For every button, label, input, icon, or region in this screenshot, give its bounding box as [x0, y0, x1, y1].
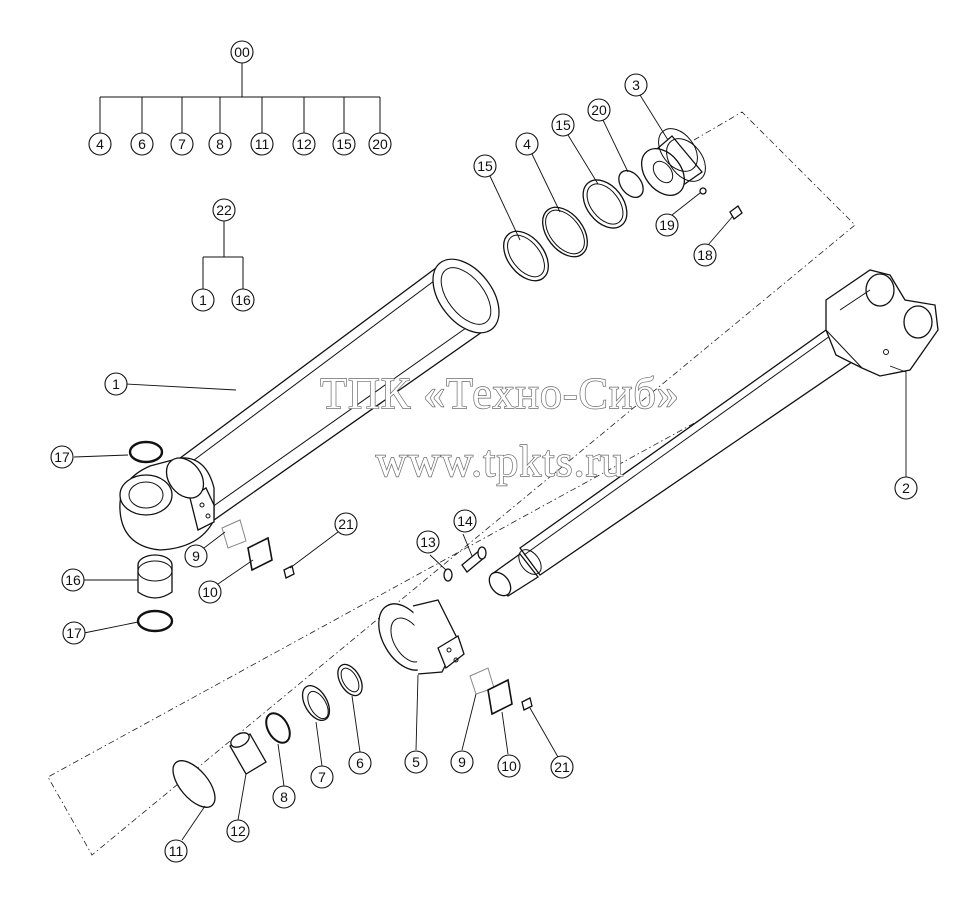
leader-lines [73, 94, 907, 841]
callout-21a: 21 [334, 512, 358, 536]
callout-8: 8 [272, 785, 296, 809]
svg-text:7: 7 [318, 769, 326, 785]
callout-14: 14 [453, 509, 477, 533]
svg-text:21: 21 [338, 516, 354, 532]
callout-13: 13 [416, 530, 440, 554]
svg-text:16: 16 [65, 572, 81, 588]
svg-text:10: 10 [501, 758, 517, 774]
cylinder-barrel [119, 258, 500, 551]
svg-text:21: 21 [554, 759, 570, 775]
callout-kit-item-1: 1 [191, 288, 215, 312]
svg-text:12: 12 [230, 823, 246, 839]
svg-text:4: 4 [96, 136, 104, 152]
svg-text:8: 8 [216, 136, 224, 152]
svg-text:10: 10 [202, 584, 218, 600]
svg-text:9: 9 [458, 754, 466, 770]
lower-seal-rings [172, 663, 363, 808]
callout-tree-item-6: 6 [130, 132, 154, 156]
callout-16: 16 [61, 568, 85, 592]
svg-text:1: 1 [112, 376, 120, 392]
svg-text:12: 12 [296, 136, 312, 152]
callout-19: 19 [655, 213, 679, 237]
callout-tree-item-15: 15 [332, 132, 356, 156]
svg-text:15: 15 [336, 136, 352, 152]
svg-text:16: 16 [235, 292, 251, 308]
svg-text:5: 5 [412, 754, 420, 770]
svg-text:17: 17 [66, 625, 82, 641]
svg-text:20: 20 [591, 102, 607, 118]
callout-7: 7 [310, 765, 334, 789]
callout-2: 2 [894, 476, 918, 500]
svg-text:22: 22 [216, 202, 232, 218]
callout-18: 18 [693, 243, 717, 267]
svg-text:13: 13 [420, 534, 436, 550]
svg-text:19: 19 [659, 217, 675, 233]
assembly-tree-00 [99, 63, 381, 133]
callout-5: 5 [404, 750, 428, 774]
svg-text:4: 4 [523, 136, 531, 152]
assembly-tree-22 [202, 221, 244, 289]
svg-text:11: 11 [255, 136, 270, 152]
svg-text:3: 3 [632, 77, 640, 93]
upper-seal-rings [503, 170, 743, 282]
callout-15b: 15 [551, 113, 575, 137]
callout-9b: 9 [450, 750, 474, 774]
svg-text:7: 7 [178, 136, 186, 152]
callout-tree-root-00: 00 [230, 40, 254, 64]
callout-4: 4 [515, 132, 539, 156]
callout-tree-item-7: 7 [170, 132, 194, 156]
svg-text:9: 9 [192, 548, 200, 564]
callout-kit-item-16: 16 [231, 288, 255, 312]
callout-20: 20 [587, 98, 611, 122]
svg-text:00: 00 [234, 44, 250, 60]
svg-text:6: 6 [356, 755, 364, 771]
svg-text:15: 15 [555, 117, 571, 133]
svg-text:11: 11 [169, 843, 184, 859]
callout-tree-item-20: 20 [368, 132, 392, 156]
svg-text:15: 15 [477, 158, 493, 174]
callout-tree-item-12: 12 [292, 132, 316, 156]
assembly-axis-lines [47, 111, 856, 856]
svg-text:14: 14 [457, 513, 473, 529]
svg-text:1: 1 [199, 292, 207, 308]
callout-tree-item-11: 11 [250, 132, 274, 156]
gland-housing [378, 599, 465, 675]
svg-text:18: 18 [697, 247, 713, 263]
callout-tree-item-8: 8 [208, 132, 232, 156]
callout-11: 11 [164, 839, 188, 863]
callout-12: 12 [226, 819, 250, 843]
callout-21b: 21 [550, 755, 574, 779]
svg-text:6: 6 [138, 136, 146, 152]
lower-port-cover [469, 667, 533, 716]
callout-1: 1 [104, 372, 128, 396]
callout-9a: 9 [184, 544, 208, 568]
svg-text:17: 17 [54, 449, 70, 465]
callout-17a: 17 [50, 445, 74, 469]
eye-seals-and-bushing [128, 440, 174, 633]
watermark-url: www.tpkts.ru [376, 437, 625, 486]
piston-rod [488, 269, 939, 597]
callout-15a: 15 [473, 154, 497, 178]
callout-17b: 17 [62, 621, 86, 645]
upper-port-cover [221, 519, 295, 579]
svg-text:8: 8 [280, 789, 288, 805]
watermark-company: ТПК «Техно-Сиб» [320, 369, 680, 418]
svg-text:20: 20 [372, 136, 388, 152]
callout-10b: 10 [497, 754, 521, 778]
callout-tree-item-4: 4 [88, 132, 112, 156]
callout-3: 3 [624, 73, 648, 97]
piston-head [640, 128, 706, 196]
washer-and-bolt [443, 546, 487, 582]
callout-kit-root-22: 22 [212, 198, 236, 222]
callout-6: 6 [348, 751, 372, 775]
callout-10a: 10 [198, 580, 222, 604]
svg-text:2: 2 [902, 480, 910, 496]
